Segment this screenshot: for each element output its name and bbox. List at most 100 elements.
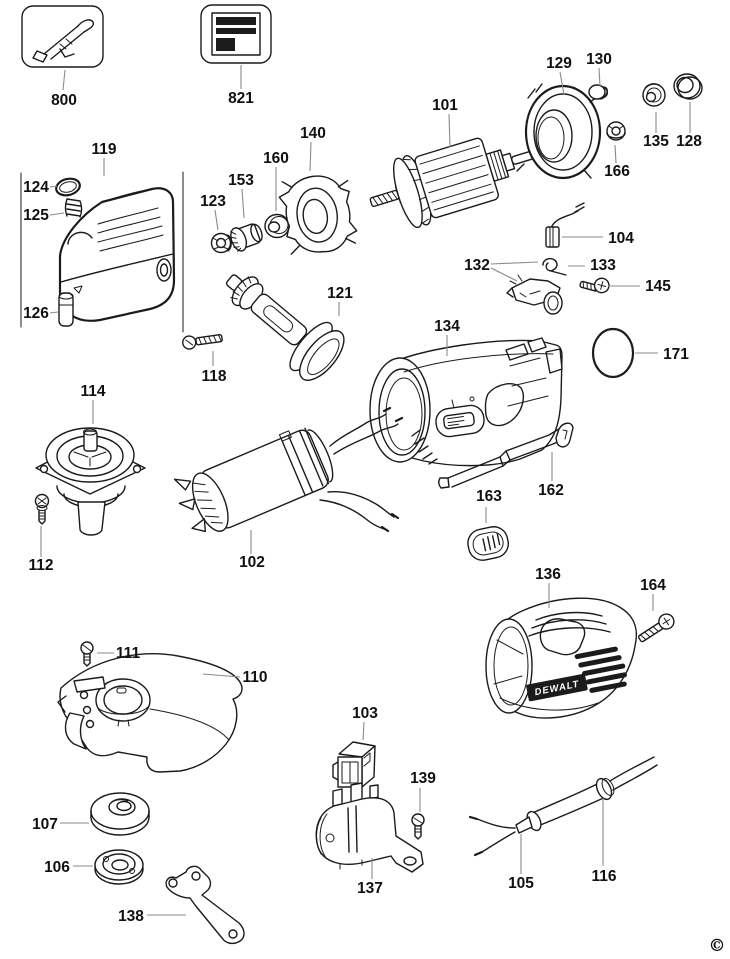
leader-line-166 [614, 144, 617, 164]
part-number-800: 800 [51, 92, 77, 109]
part-number-129: 129 [546, 55, 572, 72]
pinion-drawing [229, 223, 263, 252]
part-number-130: 130 [586, 51, 612, 68]
dowel-drawing [588, 84, 609, 100]
part-number-162: 162 [538, 482, 564, 499]
part-number-137: 137 [357, 880, 383, 897]
grinder-icon [32, 19, 95, 63]
vent-slots [574, 646, 627, 693]
spring-125-drawing [64, 198, 83, 218]
leader-line-110 [202, 673, 241, 678]
bearing-160-drawing [264, 213, 290, 239]
part-number-104: 104 [608, 230, 634, 247]
field-drawing [173, 406, 404, 533]
bearing-135-drawing [642, 83, 666, 107]
part-number-101: 101 [432, 97, 458, 114]
screw-118-drawing [182, 334, 223, 350]
leader-line-124 [49, 185, 58, 188]
leader-line-140 [309, 141, 312, 172]
part-number-139: 139 [410, 770, 436, 787]
leader-line-800 [62, 69, 66, 91]
legend-box-800 [21, 5, 104, 68]
leader-line-129 [559, 71, 565, 96]
lock-button-drawing [467, 526, 509, 561]
part-number-105: 105 [508, 875, 534, 892]
part-number-118: 118 [201, 368, 226, 385]
screw-112-drawing [34, 493, 50, 525]
leader-line-132 [490, 261, 539, 265]
part-number-121: 121 [327, 285, 353, 302]
part-number-102: 102 [239, 554, 265, 571]
screw-145-drawing [579, 277, 610, 294]
lock-lever-drawing [438, 422, 574, 489]
part-number-145: 145 [645, 278, 671, 295]
part-number-133: 133 [590, 257, 616, 274]
leader-line-125 [49, 212, 65, 216]
leader-line-132 [490, 267, 518, 282]
copyright-mark: © [709, 936, 726, 956]
part-number-171: 171 [663, 346, 689, 363]
part-number-128: 128 [676, 133, 702, 150]
outer-flange-drawing [90, 792, 150, 836]
pin-126-drawing [58, 292, 74, 327]
part-number-124: 124 [23, 179, 49, 196]
oring-171-drawing [591, 327, 635, 379]
spindle-gear-drawing [225, 274, 345, 381]
part-number-110: 110 [242, 669, 267, 686]
screw-164-drawing [637, 613, 675, 643]
housing-cap-drawing: DEWALT [485, 597, 638, 719]
part-number-164: 164 [640, 577, 666, 594]
part-number-160: 160 [263, 150, 289, 167]
part-number-134: 134 [434, 318, 460, 335]
part-number-125: 125 [23, 207, 49, 224]
leader-line-126 [49, 311, 59, 314]
brush-holder-drawing [506, 274, 563, 315]
switch-bracket-drawing [315, 782, 424, 873]
armature-drawing [369, 137, 537, 229]
leader-line-101 [448, 113, 451, 148]
nut-123-drawing [210, 232, 232, 254]
part-number-123: 123 [200, 193, 226, 210]
part-number-112: 112 [28, 557, 53, 574]
leader-line-130 [598, 67, 601, 87]
part-number-135: 135 [643, 133, 669, 150]
motor-housing-drawing [369, 337, 563, 467]
baffle-plate-drawing [278, 175, 358, 255]
part-number-126: 126 [23, 305, 49, 322]
part-number-163: 163 [476, 488, 502, 505]
part-number-138: 138 [118, 908, 144, 925]
part-number-166: 166 [604, 163, 630, 180]
nameplate-icon [211, 12, 261, 56]
cord-assembly-drawing [468, 756, 658, 857]
wheel-guard-drawing [57, 653, 243, 773]
part-number-119: 119 [91, 141, 116, 158]
part-number-111: 111 [116, 645, 141, 662]
part-number-136: 136 [535, 566, 561, 583]
brush-spring-drawing [542, 257, 567, 276]
leader-line-153 [241, 188, 245, 219]
part-number-114: 114 [80, 383, 105, 400]
carbon-brush-drawing [545, 202, 585, 248]
oring-124-drawing [55, 177, 81, 197]
gearcase-cover-drawing [58, 187, 176, 322]
group-bracket-lines [20, 171, 184, 333]
leader-line-103 [362, 721, 365, 741]
nut-166-drawing [606, 121, 626, 141]
fan-baffle-drawing [516, 83, 608, 180]
part-number-132: 132 [464, 257, 490, 274]
part-number-116: 116 [591, 868, 616, 885]
spanner-wrench-drawing [165, 865, 245, 945]
brand-badge: DEWALT [526, 673, 588, 702]
retaining-ring-drawing [673, 73, 703, 100]
inner-flange-drawing [94, 849, 144, 885]
switch-drawing [332, 741, 376, 788]
bearing-flange-drawing [35, 427, 146, 536]
screw-139-drawing [411, 813, 425, 840]
part-number-107: 107 [32, 816, 58, 833]
part-number-106: 106 [44, 859, 70, 876]
screw-111-drawing [80, 641, 94, 667]
part-number-153: 153 [228, 172, 254, 189]
